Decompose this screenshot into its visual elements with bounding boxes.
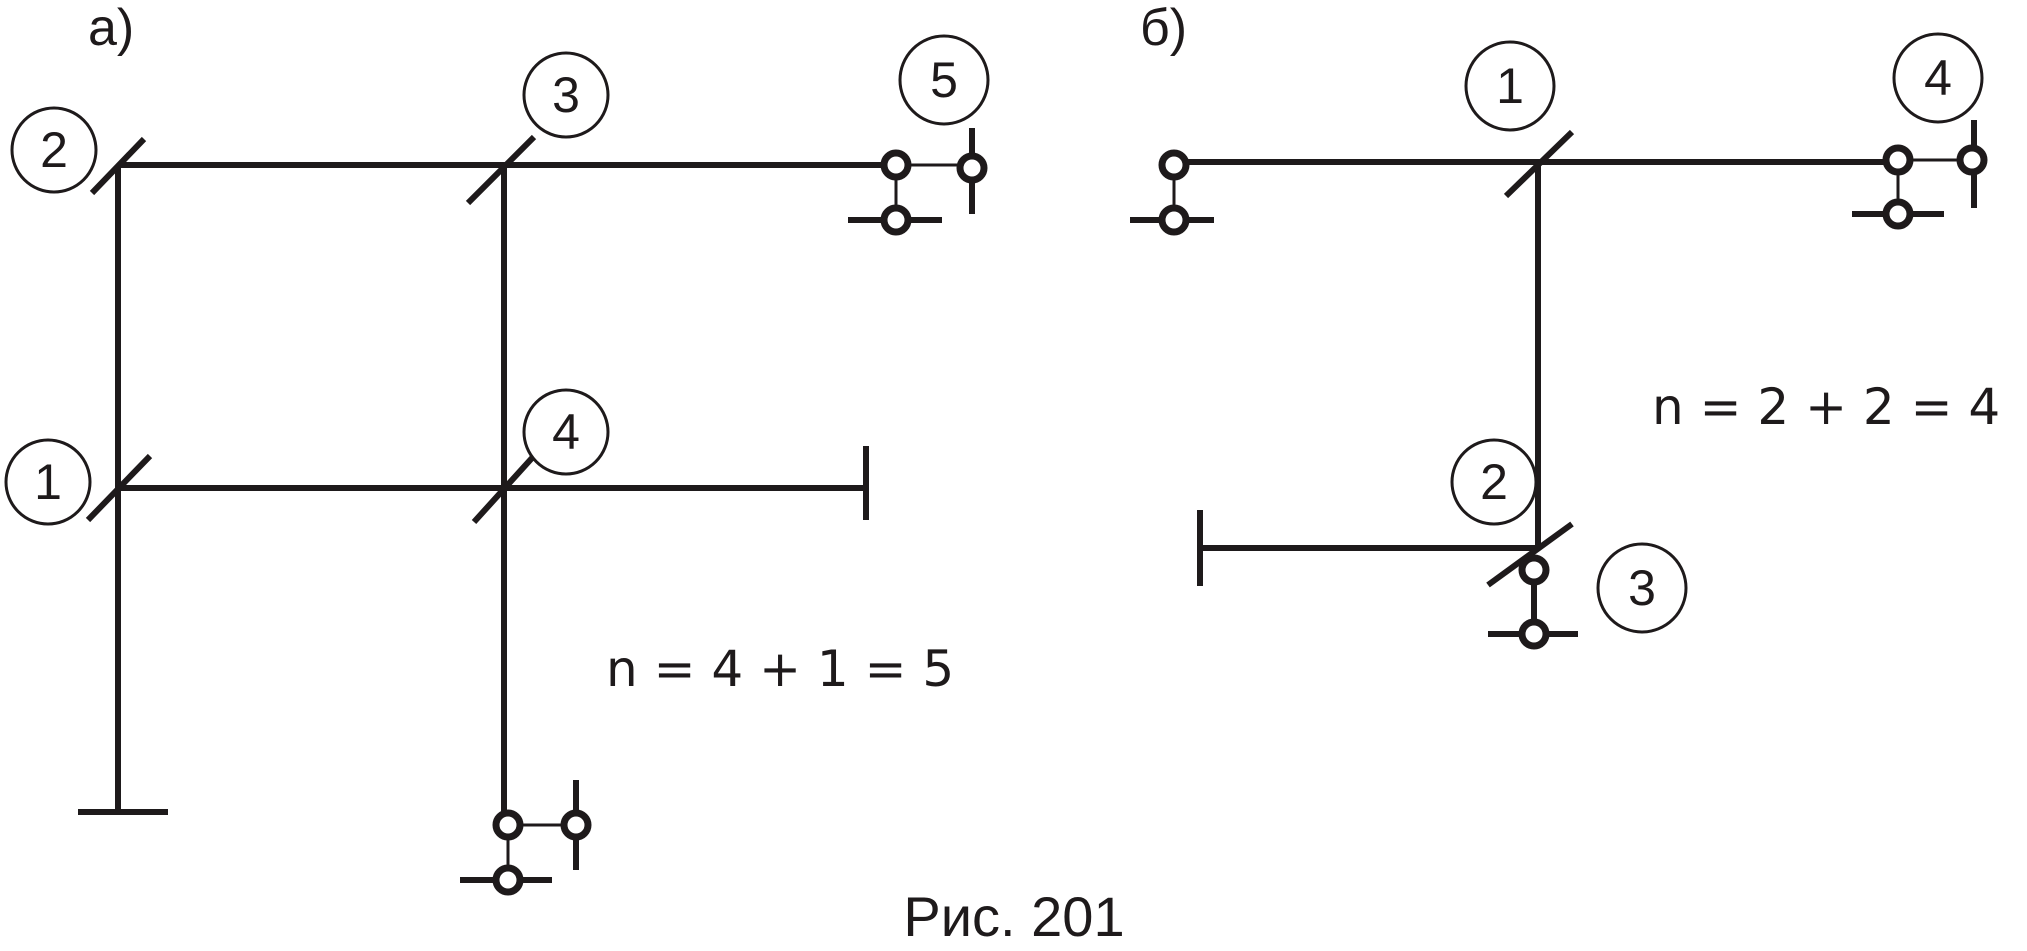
node-b-2: 2: [1450, 438, 1538, 526]
svg-text:4: 4: [552, 404, 580, 460]
node-a-1: 1: [4, 438, 92, 526]
svg-text:5: 5: [930, 52, 958, 108]
diagram-b-label: б): [1140, 0, 1187, 57]
node-a-3: 3: [522, 51, 610, 139]
pinned-support-right-b: [1852, 120, 1988, 230]
node-b-4: 4: [1892, 32, 1984, 124]
diagram-a: а): [4, 0, 990, 896]
joint-cut-3: [465, 134, 537, 206]
diagram-b: б): [1130, 0, 2000, 650]
joint-cut-1: [85, 453, 153, 523]
joint-cut-b-1: [1503, 129, 1575, 199]
pinned-support-left-b: [1130, 149, 1214, 236]
node-a-5: 5: [898, 34, 990, 126]
svg-text:2: 2: [1480, 454, 1508, 510]
svg-text:4: 4: [1924, 50, 1952, 106]
figure-caption: Рис. 201: [903, 885, 1124, 948]
diagram-a-frame: [115, 162, 896, 825]
joint-cut-2: [89, 136, 147, 196]
joint-cut-b-3: [1486, 521, 1574, 588]
pinned-support-bottom-middle: [460, 780, 592, 896]
pinned-support-bottom-b: [1488, 554, 1578, 650]
svg-text:3: 3: [552, 67, 580, 123]
diagram-b-frame: [1174, 159, 1898, 551]
node-a-2: 2: [10, 106, 98, 194]
node-b-1: 1: [1464, 40, 1556, 132]
node-b-3: 3: [1596, 542, 1688, 634]
joint-cut-4: [471, 455, 535, 525]
svg-text:1: 1: [1496, 58, 1524, 114]
svg-text:3: 3: [1628, 560, 1656, 616]
svg-text:2: 2: [40, 122, 68, 178]
pinned-support-top-right: [848, 128, 988, 236]
formula-b: n = 2 + 2 = 4: [1652, 378, 2000, 436]
node-a-4: 4: [522, 388, 610, 476]
svg-text:1: 1: [34, 454, 62, 510]
formula-a: n = 4 + 1 = 5: [606, 640, 954, 698]
diagram-a-label: а): [88, 0, 134, 57]
